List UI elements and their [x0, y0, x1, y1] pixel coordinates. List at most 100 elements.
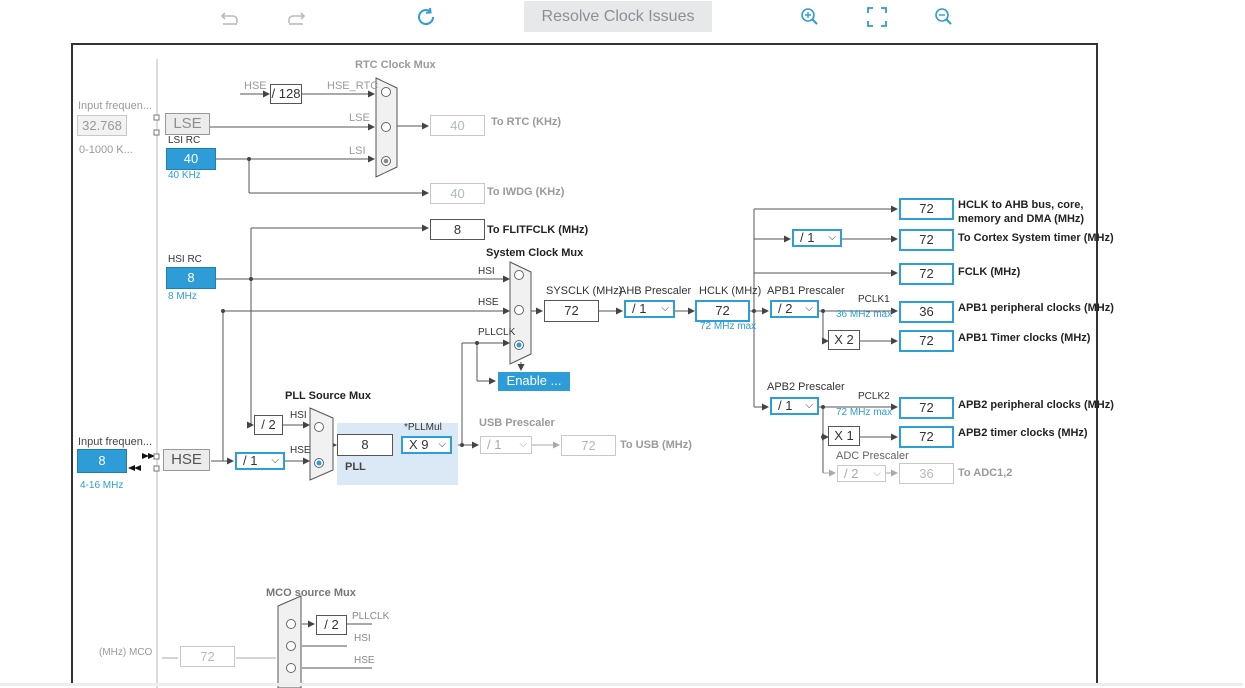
lse-range-label: 0-1000 K... — [79, 144, 133, 156]
chevron-down-icon: ⌵ — [805, 303, 813, 314]
apb1-max-label: 36 MHz max — [836, 309, 893, 320]
pll-mul-label: *PLLMul — [404, 422, 442, 433]
apb1-prescaler-label: APB1 Prescaler — [767, 285, 845, 297]
rtc-output-value: 40 — [430, 115, 485, 136]
apb2-peripheral-output-value[interactable]: 72 — [899, 397, 954, 419]
pll-label: PLL — [345, 461, 366, 473]
chevron-down-icon: ⌵ — [828, 232, 836, 243]
hse-source-button[interactable]: HSE — [163, 449, 210, 471]
usb-output-value: 72 — [561, 435, 616, 456]
mco-pllclk-label: PLLCLK — [352, 611, 390, 622]
chevron-down-icon: ⌵ — [805, 400, 813, 411]
sysclk-label: SYSCLK (MHz) — [546, 285, 623, 297]
hclk-ahb-output-value[interactable]: 72 — [899, 198, 954, 220]
apb2-prescaler-select[interactable]: / 1⌵ — [770, 397, 819, 415]
lsi-rc-label: LSI RC — [168, 135, 201, 146]
chevron-down-icon: ⌵ — [661, 303, 669, 314]
lse-input-label: Input frequen... — [78, 100, 152, 112]
chevron-down-icon: ⌵ — [271, 455, 279, 466]
adc-prescaler-select[interactable]: / 2⌵ — [837, 465, 886, 482]
apb1-timer-multiplier: X 2 — [828, 330, 860, 350]
hse-range-label: 4-16 MHz — [80, 480, 124, 491]
fclk-output-value[interactable]: 72 — [899, 263, 954, 285]
cortex-timer-output-value[interactable]: 72 — [899, 229, 954, 251]
sysmux-hse-label: HSE — [478, 297, 499, 308]
refresh-icon — [418, 7, 435, 26]
usb-prescaler-label: USB Prescaler — [479, 417, 555, 429]
hsi-rc-unit: 8 MHz — [168, 291, 197, 302]
apb2-peripheral-output-label: APB2 peripheral clocks (MHz) — [958, 399, 1114, 411]
refresh-button[interactable] — [414, 4, 440, 30]
clock-diagram-canvas: RTC Clock Mux HSE / 128 HSE_RTC LSE LSI … — [71, 43, 1114, 688]
flitfclk-value: 8 — [430, 219, 485, 240]
apb2-timer-output-label: APB2 timer clocks (MHz) — [958, 427, 1088, 439]
fit-screen-button[interactable] — [864, 4, 890, 30]
apb1-timer-output-value[interactable]: 72 — [899, 330, 954, 352]
lse-source-button[interactable]: LSE — [165, 113, 210, 135]
rtc-lse-label: LSE — [349, 112, 370, 124]
resolve-clock-issues-button[interactable]: Resolve Clock Issues — [524, 1, 712, 32]
apb1-prescaler-select[interactable]: / 2⌵ — [770, 300, 819, 318]
hclk-label: HCLK (MHz) — [699, 285, 762, 297]
enable-css-button[interactable]: Enable ... — [498, 372, 570, 391]
hse-input-field[interactable]: 8 — [77, 449, 127, 473]
redo-button[interactable] — [283, 4, 309, 30]
fit-screen-icon — [867, 7, 887, 27]
rtc-hse-label: HSE — [244, 80, 267, 92]
system-clock-mux-title: System Clock Mux — [486, 247, 584, 259]
hsi-rc-value[interactable]: 8 — [166, 267, 216, 289]
sysclk-value[interactable]: 72 — [544, 300, 599, 322]
apb2-max-label: 72 MHz max — [836, 407, 893, 418]
pclk1-label: PCLK1 — [858, 294, 890, 305]
hclk-ahb-output-label: HCLK to AHB bus, core, — [958, 199, 1084, 211]
sysmux-hsi-label: HSI — [478, 266, 495, 277]
pll-multiplier-select[interactable]: X 9⌵ — [401, 436, 452, 454]
adc-output-value: 36 — [899, 463, 954, 484]
iwdg-output-label: To IWDG (KHz) — [487, 186, 565, 198]
mco-output-label: (MHz) MCO — [99, 647, 153, 658]
pll-hsi-label: HSI — [290, 410, 307, 421]
usb-prescaler-select[interactable]: / 1⌵ — [480, 436, 532, 454]
pll-input-value: 8 — [337, 434, 393, 456]
mco-source-mux-title: MCO source Mux — [266, 587, 356, 599]
rtc-lsi-label: LSI — [349, 145, 366, 157]
apb2-timer-output-value[interactable]: 72 — [899, 426, 954, 448]
redo-icon — [288, 12, 306, 25]
lse-input-field[interactable]: 32.768 — [77, 115, 127, 136]
adc-output-label: To ADC1,2 — [958, 467, 1013, 479]
mco-output-value: 72 — [180, 646, 235, 667]
pclk2-label: PCLK2 — [858, 391, 890, 402]
hse-input-label: Input frequen... — [78, 436, 152, 448]
mco-hse-label: HSE — [354, 655, 375, 666]
chevron-down-icon: ⌵ — [873, 468, 881, 479]
cortex-timer-divider-select[interactable]: / 1⌵ — [792, 229, 842, 247]
pll-hsi-divider: / 2 — [254, 415, 283, 435]
rtc-mux-title: RTC Clock Mux — [355, 59, 436, 71]
mco-pll-divider: / 2 — [316, 615, 347, 635]
apb1-peripheral-output-value[interactable]: 36 — [899, 301, 954, 323]
rtc-div-128: / 128 — [270, 84, 302, 104]
undo-icon — [220, 12, 238, 25]
sysmux-pllclk-label: PLLCLK — [478, 327, 516, 338]
zoom-in-icon — [801, 8, 818, 25]
ahb-prescaler-select[interactable]: / 1⌵ — [624, 300, 675, 318]
rtc-output-label: To RTC (KHz) — [491, 116, 562, 128]
usb-output-label: To USB (MHz) — [620, 439, 692, 451]
hclk-value[interactable]: 72 — [695, 300, 750, 322]
adc-prescaler-label: ADC Prescaler — [836, 450, 909, 462]
chevron-down-icon: ⌵ — [519, 439, 527, 450]
pll-source-mux-title: PLL Source Mux — [285, 390, 371, 402]
horizontal-scrollbar[interactable] — [0, 683, 1243, 686]
apb2-prescaler-label: APB2 Prescaler — [767, 381, 845, 393]
pll-hse-divider-select[interactable]: / 1⌵ — [235, 452, 285, 470]
mco-hsi-label: HSI — [354, 633, 371, 644]
zoom-out-button[interactable] — [931, 4, 957, 30]
hclk-ahb-output-label-2: memory and DMA (MHz) — [958, 213, 1085, 225]
undo-button[interactable] — [217, 4, 243, 30]
fclk-output-label: FCLK (MHz) — [958, 266, 1021, 278]
cortex-timer-output-label: To Cortex System timer (MHz) — [958, 232, 1114, 244]
pll-hse-label: HSE — [290, 445, 311, 456]
lsi-rc-value[interactable]: 40 — [166, 148, 216, 170]
zoom-in-button[interactable] — [797, 4, 823, 30]
hclk-max-label: 72 MHz max — [700, 321, 757, 332]
